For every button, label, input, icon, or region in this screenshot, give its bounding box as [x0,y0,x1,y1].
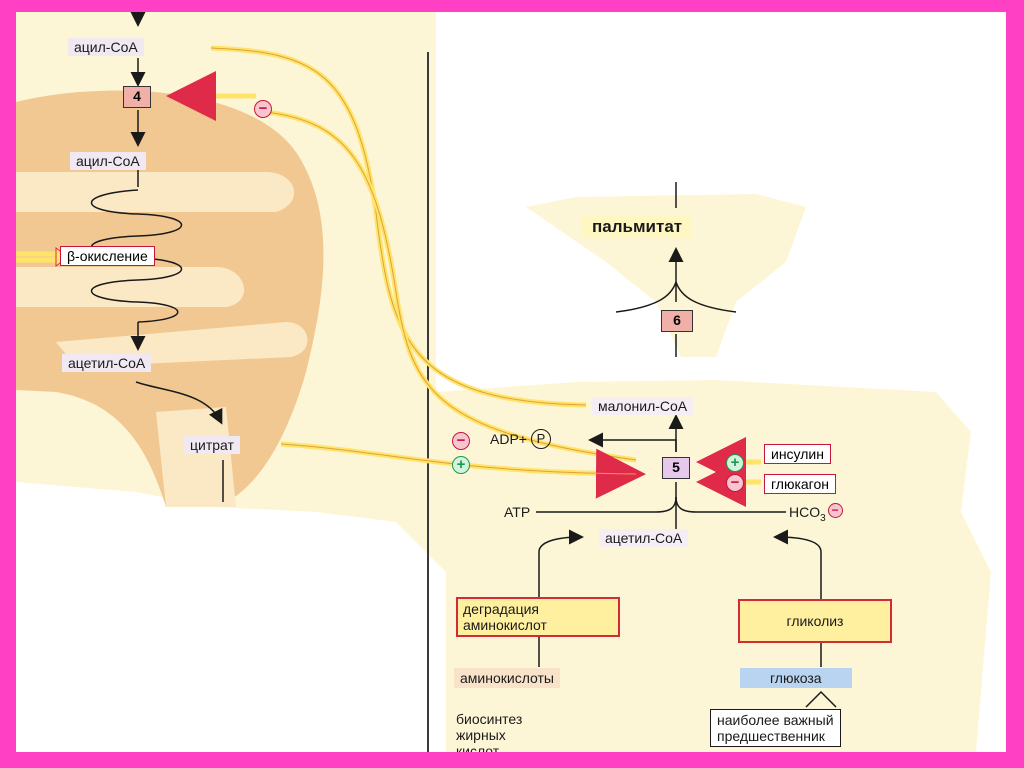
acetyl-coa-mito-label: ацетил-CoA [62,354,152,372]
inhibition-sign: − [726,474,744,492]
acyl-coa-mito-label: ацил-CoA [70,152,146,170]
malonyl-coa-label: малонил-CoA [592,397,694,415]
activation-sign: + [452,456,470,474]
activation-sign: + [726,454,744,472]
amino-acid-degradation-line2: аминокислот [463,617,547,633]
precursor-line2: предшественник [717,728,825,744]
glycolysis-box: гликолиз [738,599,892,643]
inhibition-sign: − [452,432,470,450]
mitochondrion-crista [156,407,236,507]
caption-line2: жирных [456,727,506,743]
enzyme-4-box: 4 [123,86,151,108]
precursor-line1: наиболее важный [717,712,834,728]
caption-line3: кислот [456,743,500,752]
diagram-canvas: ацил-CoA 4 − ацил-CoA β-окисление ацетил… [16,12,1006,752]
insulin-label: инсулин [764,444,831,464]
enzyme-6-box: 6 [661,310,693,332]
acetyl-coa-cyto-label: ацетил-CoA [599,529,689,547]
acyl-coa-cytosol-label: ацил-CoA [68,38,144,56]
glucose-label: глюкоза [740,668,852,688]
inhibition-sign: − [254,100,272,118]
palmitate-label: пальмитат [582,216,693,238]
glucagon-label: глюкагон [764,474,837,494]
amino-acid-degradation-line1: деградация [463,601,540,617]
phosphate-symbol: P [531,429,551,449]
mitochondrion-crista [16,267,245,307]
bicarbonate-label: HCO3− [789,503,843,528]
mitochondrion-crista [16,172,295,212]
citrate-label: цитрат [184,436,240,454]
beta-oxidation-label: β-окисление [60,246,155,266]
adp-label: ADP+ [490,431,527,447]
amino-acids-label: аминокислоты [454,668,560,688]
fatty-acid-biosynthesis-caption: биосинтез жирных кислот [456,711,522,752]
atp-label: ATP [504,504,531,520]
enzyme-5-box: 5 [662,457,690,479]
amino-acid-degradation-box: деградация аминокислот [456,597,620,637]
most-important-precursor-note: наиболее важный предшественник [710,709,841,747]
caption-line1: биосинтез [456,711,523,727]
